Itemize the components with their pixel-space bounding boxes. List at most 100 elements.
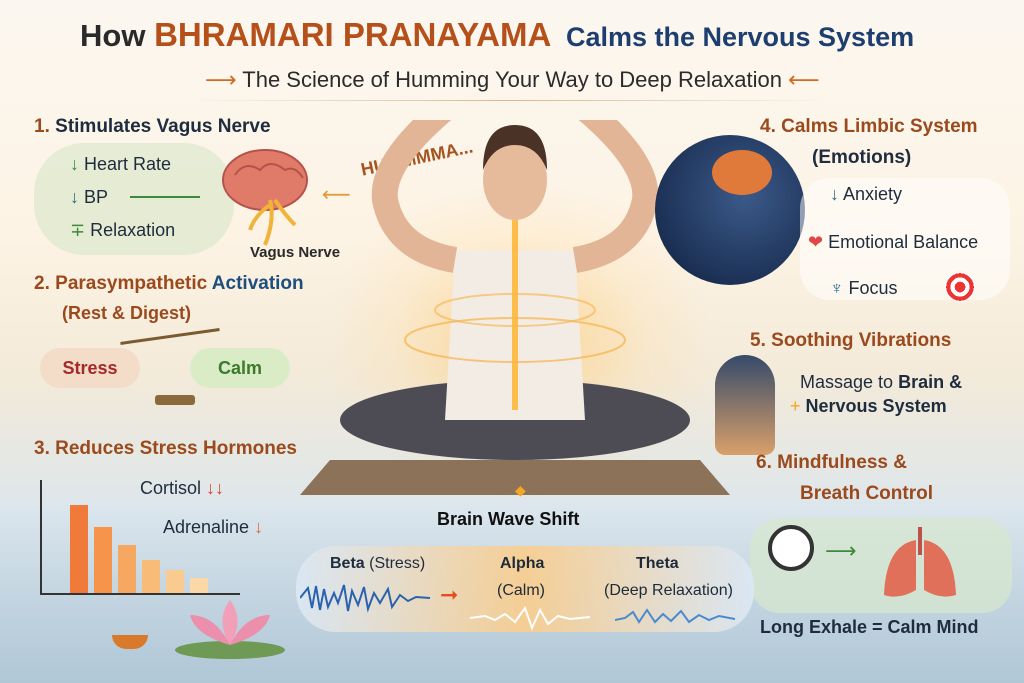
brainwave-title: Brain Wave Shift [437,509,580,529]
vagus-nerve-label: Vagus Nerve [250,244,341,261]
theta-name: Theta [636,555,679,572]
item-label: Emotional Balance [828,232,979,252]
item-label: Anxiety [843,184,903,204]
item-cortisol: Cortisol ↓↓ [140,478,224,499]
bar [70,505,88,593]
calm-pan: Calm [190,348,290,388]
section-number: 5. [750,330,766,351]
section4-box [800,178,1010,300]
title-part1: How [80,18,146,53]
section-title-text: Reduces Stress Hormones [55,438,297,459]
wave-desc: (Stress) [369,555,426,572]
stress-label: Stress [62,358,118,378]
bar [190,578,208,593]
head-profile-illustration [715,355,775,455]
meditation-icon: ♆ [830,278,849,298]
stress-pan: Stress [40,348,140,388]
section6-caption: Long Exhale = Calm Mind [760,617,979,637]
wave-name: Beta [330,555,365,572]
target-icon [945,272,975,302]
brainwave-panel [296,546,754,632]
arrow-down-icon: ↓ [254,517,264,537]
section3-title: 3. Reduces Stress Hormones [34,438,297,460]
section-number: 2. [34,273,50,294]
arrow-right-icon: ⟶ [825,538,857,563]
divider [190,100,830,101]
text: Massage to [800,372,894,392]
plus-icon: + [790,396,801,416]
arrow-down-icon: ↓ [70,187,85,207]
candle-icon [112,635,148,649]
lotus-icon [175,600,285,659]
arrow-right-icon: ⟶ [205,67,243,92]
limbic-brain-icon [712,150,772,195]
diamond-icon: ◆ [515,482,526,498]
subtitle-text: The Science of Humming Your Way to Deep … [242,67,782,92]
heart-icon: ❤ [808,232,829,252]
section-number: 1. [34,116,50,137]
arrow-up-icon: ∓ [70,220,91,240]
text-bold: Nervous System [805,396,947,416]
scale-icon [120,328,220,345]
section-number: 3. [34,438,50,459]
bar [166,570,184,593]
bar [94,527,112,593]
arrow-left-icon: ⟵ [322,184,351,206]
item-bp: ↓ BP [70,187,108,208]
item-label: Relaxation [90,220,176,240]
subtitle: ⟶ The Science of Humming Your Way to Dee… [205,67,820,93]
section-title-a: Parasympathetic [55,273,208,294]
section5-line1: Massage to Brain & [800,372,962,393]
title-part3: Calms the Nervous System [565,22,915,52]
section2-title: 2. Parasympathetic Activation [34,273,304,295]
section1-title: 1. Stimulates Vagus Nerve [34,116,271,138]
section-title-b: Activation [211,273,304,294]
arrow-right-icon: ➞ [440,582,459,607]
page-title: How BHRAMARI PRANAYAMA Calms the Nervous… [80,16,914,54]
item-emotional-balance: ❤ Emotional Balance [808,232,978,253]
item-label: Cortisol [140,478,202,498]
theta-desc: (Deep Relaxation) [604,582,733,599]
section-title-text: Calms Limbic System [781,116,978,137]
bar [118,545,136,593]
section6-title-line2: Breath Control [800,483,933,504]
clock-icon [768,525,814,571]
section-title-line1: Mindfulness & [777,452,907,473]
alpha-desc: (Calm) [497,582,545,599]
item-heart-rate: ↓ Heart Rate [70,154,171,175]
section2-subtitle: (Rest & Digest) [62,303,192,323]
section1-box [34,143,234,255]
meditating-woman-illustration [300,120,730,495]
beta-label: Beta (Stress) [330,555,425,573]
section6-title: 6. Mindfulness & [756,452,907,474]
alpha-wave [470,605,590,630]
section4-subtitle: (Emotions) [812,147,912,168]
calm-label: Calm [217,358,262,378]
item-adrenaline: Adrenaline ↓ [163,517,263,538]
item-relaxation: ∓ Relaxation [70,220,175,241]
arrow-down-icon: ↓ [70,154,85,174]
section5-line2: + Nervous System [790,396,947,417]
double-arrow-down-icon: ↓↓ [206,478,225,498]
item-label: Focus [848,278,898,298]
brain-icon [222,149,308,246]
section-number: 6. [756,452,772,473]
arrow-right-icon [130,196,200,198]
item-anxiety: ↓ Anxiety [830,184,902,205]
item-label: BP [84,187,109,207]
title-part2: BHRAMARI PRANAYAMA [154,16,552,53]
theta-wave [615,608,735,624]
item-label: Heart Rate [84,154,172,174]
beta-wave [300,584,430,613]
section4-title: 4. Calms Limbic System [760,116,978,138]
section-title-text: Soothing Vibrations [771,330,952,351]
chart-axis [40,480,240,595]
arrow-left-icon: ⟵ [788,67,820,92]
section-title-text: Stimulates Vagus Nerve [55,116,271,137]
item-focus: ♆ Focus [830,278,898,299]
item-label: Adrenaline [163,517,250,537]
bar [142,560,160,593]
lungs-icon [884,527,956,597]
text-bold: Brain & [898,372,963,392]
section-number: 4. [760,116,776,137]
